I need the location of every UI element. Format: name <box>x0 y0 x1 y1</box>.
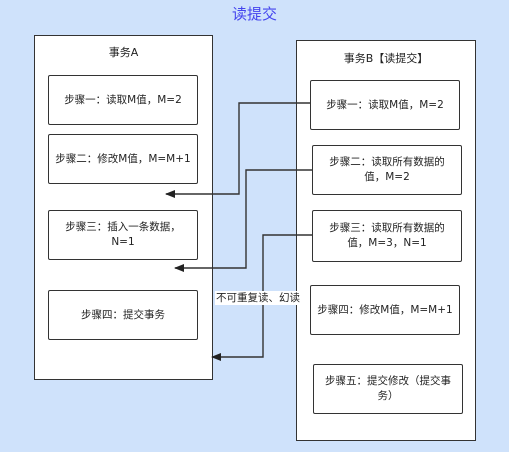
anomaly-annotation: 不可重复读、幻读 <box>215 291 301 305</box>
transaction-b-title: 事务B【读提交】 <box>343 52 429 65</box>
transaction-b-step-2: 步骤二：读取所有数据的值，M=2 <box>312 145 462 195</box>
arrow-b-step2-to-a <box>174 169 312 272</box>
transaction-a-step-4: 步骤四：提交事务 <box>48 290 198 340</box>
arrow-b-step1-to-a <box>165 102 310 198</box>
transaction-a-step-1: 步骤一：读取M值，M=2 <box>48 75 198 125</box>
transaction-b-step-3: 步骤三：读取所有数据的值，M=3，N=1 <box>312 210 462 262</box>
diagram-title: 读提交 <box>231 5 277 23</box>
transaction-b-step-1: 步骤一：读取M值，M=2 <box>310 80 460 130</box>
transaction-b-step-5: 步骤五：提交修改（提交事务） <box>313 364 463 414</box>
transaction-a-title: 事务A <box>108 46 139 59</box>
transaction-a-step-2: 步骤二：修改M值，M=M+1 <box>48 134 198 184</box>
transaction-a-step-3: 步骤三：插入一条数据，N=1 <box>48 210 198 260</box>
transaction-b-step-4: 步骤四：修改M值，M=M+1 <box>310 285 460 335</box>
